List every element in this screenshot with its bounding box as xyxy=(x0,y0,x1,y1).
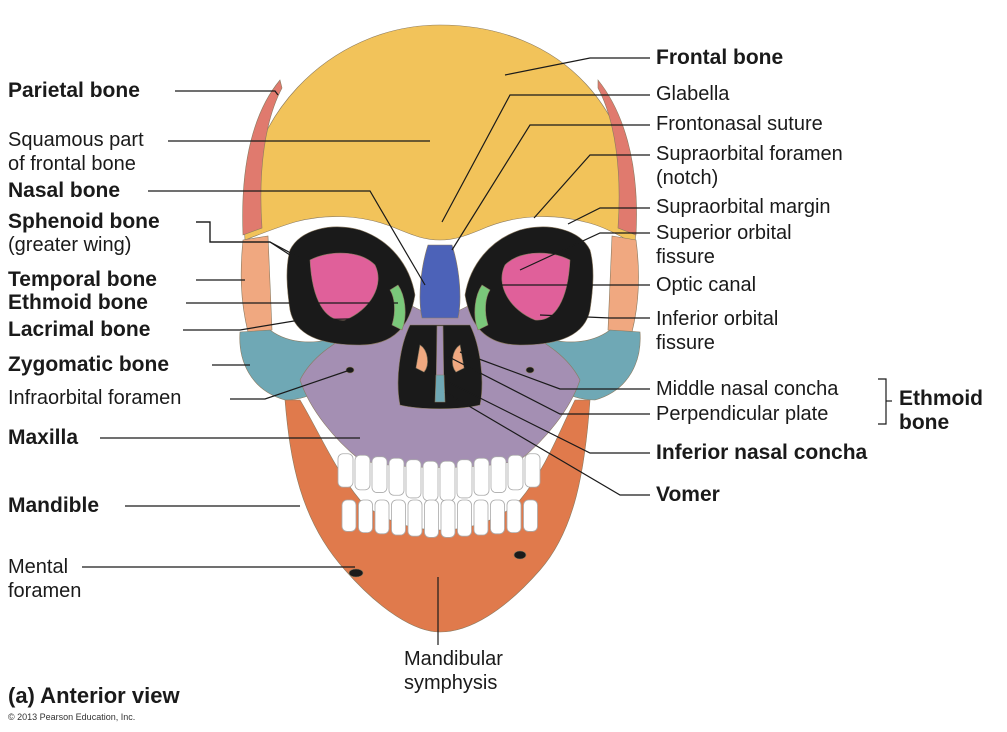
tooth-22 xyxy=(506,499,522,533)
label-mandible: Mandible xyxy=(8,494,100,517)
middle-concha-right-shape xyxy=(452,344,465,373)
label-supraorbital-margin: Supraorbital margin xyxy=(656,196,831,218)
label-superior-orbital-line1: Superior orbital xyxy=(656,222,792,244)
tooth-17 xyxy=(424,499,439,538)
label-ethmoid-bone: Ethmoid bone xyxy=(8,291,148,314)
tooth-5 xyxy=(422,460,439,502)
figure-caption: (a) Anterior view xyxy=(8,683,180,708)
sphenoid-right-shape xyxy=(501,252,571,321)
vomer-shape xyxy=(434,374,446,403)
tooth-14 xyxy=(374,499,390,535)
label-mental-line1: Mental xyxy=(8,556,69,578)
tooth-19 xyxy=(457,499,472,537)
mental-foramen-left xyxy=(348,568,364,578)
tooth-12 xyxy=(341,499,357,532)
label-symphysis-line2: symphysis xyxy=(404,672,498,694)
mental-foramen-right xyxy=(513,550,527,560)
label-zygomatic-bone: Zygomatic bone xyxy=(8,353,170,376)
tooth-8 xyxy=(473,457,490,496)
tooth-7 xyxy=(456,459,473,499)
tooth-0 xyxy=(337,453,354,488)
tooth-13 xyxy=(358,499,373,533)
tooth-20 xyxy=(473,499,489,536)
ethmoid-right-shape xyxy=(474,284,491,331)
infraorbital-foramen-right xyxy=(525,366,535,374)
label-perpendicular-plate: Perpendicular plate xyxy=(656,403,829,425)
label-supraorbital-foramen-line2: (notch) xyxy=(656,167,719,189)
label-inferior-nasal-concha: Inferior nasal concha xyxy=(656,441,868,464)
label-mental-line2: foramen xyxy=(8,580,82,602)
tooth-11 xyxy=(524,453,541,488)
label-maxilla: Maxilla xyxy=(8,426,79,449)
label-inferior-orbital-line2: fissure xyxy=(656,332,715,354)
label-ethmoid-group-line2: bone xyxy=(899,411,950,434)
tooth-21 xyxy=(490,499,505,535)
parietal-bone-left-shape xyxy=(242,79,283,236)
tooth-1 xyxy=(354,454,371,491)
tooth-4 xyxy=(405,459,422,499)
label-vomer: Vomer xyxy=(656,483,720,506)
temporal-bone-left-shape xyxy=(240,235,273,333)
tooth-6 xyxy=(439,460,456,502)
tooth-9 xyxy=(490,456,507,493)
label-squamous-line2: of frontal bone xyxy=(8,153,136,175)
ethmoid-left-shape xyxy=(389,284,406,331)
label-supraorbital-foramen-line1: Supraorbital foramen xyxy=(656,143,843,165)
label-sphenoid-line1: Sphenoid bone xyxy=(8,210,160,233)
label-middle-nasal-concha: Middle nasal concha xyxy=(656,378,839,400)
label-ethmoid-group-line1: Ethmoid xyxy=(899,387,983,410)
frontal-bone-shape xyxy=(243,24,637,246)
label-lacrimal-bone: Lacrimal bone xyxy=(8,318,151,341)
label-optic-canal: Optic canal xyxy=(656,274,757,296)
label-inferior-orbital-line1: Inferior orbital xyxy=(656,308,779,330)
label-frontal-bone: Frontal bone xyxy=(656,46,784,69)
tooth-10 xyxy=(507,454,524,491)
tooth-3 xyxy=(388,457,405,496)
tooth-16 xyxy=(407,499,423,537)
tooth-2 xyxy=(371,456,388,493)
parietal-bone-right-shape xyxy=(597,79,637,236)
label-nasal-bone: Nasal bone xyxy=(8,179,121,202)
label-parietal-bone: Parietal bone xyxy=(8,79,140,102)
nasal-bone-shape xyxy=(419,244,461,319)
teeth-group xyxy=(337,453,541,538)
label-superior-orbital-line2: fissure xyxy=(656,246,715,268)
tooth-18 xyxy=(440,499,456,538)
label-symphysis-line1: Mandibular xyxy=(404,648,503,670)
label-squamous-line1: Squamous part xyxy=(8,129,144,151)
leader-lines xyxy=(82,57,892,645)
tooth-15 xyxy=(391,499,406,536)
label-sphenoid-line2: (greater wing) xyxy=(8,234,132,256)
label-infraorbital-foramen: Infraorbital foramen xyxy=(8,387,182,409)
middle-concha-left-shape xyxy=(415,344,428,373)
label-glabella: Glabella xyxy=(656,83,730,105)
label-temporal-bone: Temporal bone xyxy=(8,268,157,291)
tooth-23 xyxy=(523,499,538,532)
copyright-notice: © 2013 Pearson Education, Inc. xyxy=(8,712,136,722)
label-frontonasal-suture: Frontonasal suture xyxy=(656,113,823,135)
